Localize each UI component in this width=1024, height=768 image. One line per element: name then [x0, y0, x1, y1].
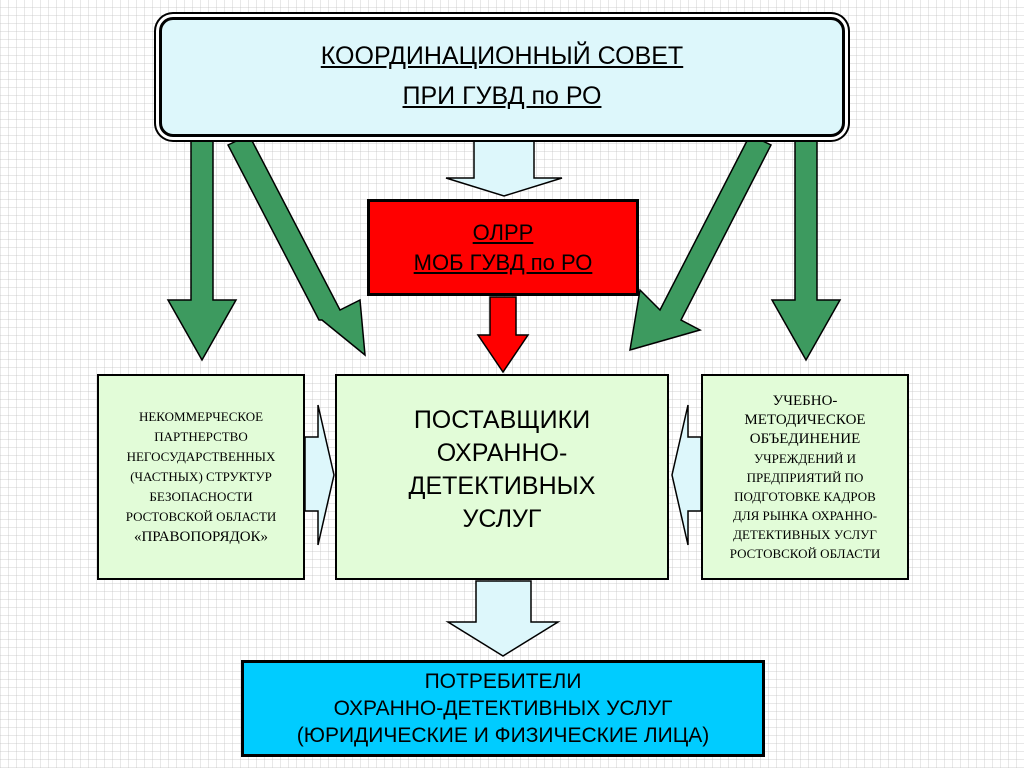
association-line: МЕТОДИЧЕСКОЕ	[744, 411, 866, 428]
association-line: УЧРЕЖДЕНИЙ И	[753, 450, 857, 466]
arrow-council-to-suppliers-left	[226, 134, 366, 357]
consumers-line: ОХРАННО-ДЕТЕКТИВНЫХ УСЛУГ	[333, 697, 673, 720]
consumers-box: ПОТРЕБИТЕЛИ ОХРАННО-ДЕТЕКТИВНЫХ УСЛУГ (Ю…	[241, 660, 765, 757]
association-line: ОБЪЕДИНЕНИЕ	[749, 430, 861, 447]
partnership-name: «ПРАВОПОРЯДОК»	[133, 529, 269, 545]
arrow-council-to-suppliers-right	[629, 134, 773, 352]
arrow-council-to-partnership	[166, 137, 238, 362]
partnership-line: НЕГОСУДАРСТВЕННЫХ	[126, 449, 276, 464]
arrow-council-to-association	[770, 137, 842, 362]
arrow-council-to-olrr	[445, 137, 563, 197]
coordination-council-box: КООРДИНАЦИОННЫЙ СОВЕТ ПРИ ГУВД по РО	[159, 17, 845, 137]
association-line: ПОДГОТОВКЕ КАДРОВ	[734, 488, 876, 504]
arrow-olrr-to-suppliers	[476, 296, 530, 374]
association-line: РОСТОВСКОЙ ОБЛАСТИ	[729, 545, 881, 561]
partnership-line: БЕЗОПАСНОСТИ	[149, 489, 253, 504]
council-title-line-1: КООРДИНАЦИОННЫЙ СОВЕТ	[320, 42, 684, 70]
suppliers-line: УСЛУГ	[462, 505, 542, 533]
olrr-box: ОЛРР МОБ ГУВД по РО	[367, 199, 639, 296]
association-line: ПРЕДПРИЯТИЙ ПО	[746, 469, 864, 485]
arrow-suppliers-to-consumers	[445, 580, 561, 657]
olrr-title-line-2: МОБ ГУВД по РО	[413, 249, 593, 275]
suppliers-line: ПОСТАВЩИКИ	[413, 406, 591, 434]
consumers-line: (ЮРИДИЧЕСКИЕ И ФИЗИЧЕСКИЕ ЛИЦА)	[296, 724, 710, 747]
partnership-line: РОСТОВСКОЙ ОБЛАСТИ	[125, 509, 277, 524]
partnership-line: (ЧАСТНЫХ) СТРУКТУР	[130, 469, 272, 484]
consumers-line: ПОТРЕБИТЕЛИ	[424, 670, 582, 693]
suppliers-box: ПОСТАВЩИКИ ОХРАННО- ДЕТЕКТИВНЫХ УСЛУГ	[335, 374, 669, 580]
association-line: ДЛЯ РЫНКА ОХРАННО-	[732, 507, 878, 523]
council-title-line-2: ПРИ ГУВД по РО	[402, 82, 602, 110]
arrow-partnership-to-suppliers	[304, 404, 335, 546]
olrr-title-line-1: ОЛРР	[472, 219, 534, 245]
suppliers-line: ОХРАННО-	[436, 439, 568, 467]
partnership-line: НЕКОММЕРЧЕСКОЕ	[138, 409, 264, 424]
association-line: УЧЕБНО-	[772, 392, 838, 409]
association-line: ДЕТЕКТИВНЫХ УСЛУГ	[733, 526, 877, 542]
partnership-line: ПАРТНЕРСТВО	[154, 429, 248, 444]
association-box: УЧЕБНО- МЕТОДИЧЕСКОЕ ОБЪЕДИНЕНИЕ УЧРЕЖДЕ…	[701, 374, 909, 580]
arrow-association-to-suppliers	[671, 404, 702, 546]
partnership-box: НЕКОММЕРЧЕСКОЕ ПАРТНЕРСТВО НЕГОСУДАРСТВЕ…	[97, 374, 305, 580]
suppliers-line: ДЕТЕКТИВНЫХ	[408, 472, 596, 500]
